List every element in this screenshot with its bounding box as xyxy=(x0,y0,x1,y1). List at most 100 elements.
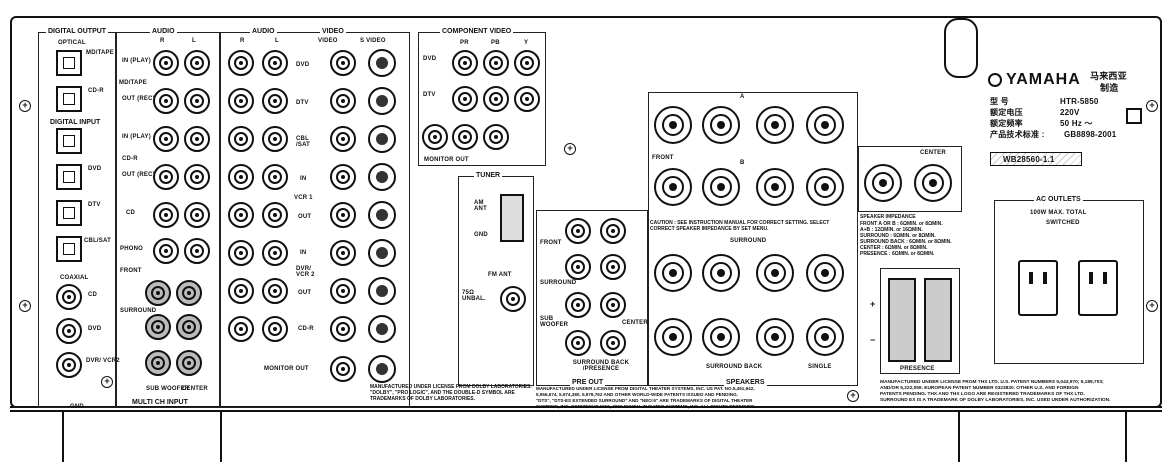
video-audio-dvr-in-r[interactable] xyxy=(228,240,254,266)
phono-in-r[interactable] xyxy=(153,238,179,264)
pre-sb-r[interactable] xyxy=(565,330,591,356)
video-audio-dtv-l[interactable] xyxy=(262,88,288,114)
comp-dvd-y[interactable] xyxy=(514,50,540,76)
video-audio-dtv-r[interactable] xyxy=(228,88,254,114)
video-audio-dvr-out-l[interactable] xyxy=(262,278,288,304)
monitor-out-svideo[interactable] xyxy=(368,355,396,383)
video-dvr-out[interactable] xyxy=(330,278,356,304)
cdr-out-l[interactable] xyxy=(184,164,210,190)
comp-mon-pb[interactable] xyxy=(452,124,478,150)
comp-dvd-pr[interactable] xyxy=(452,50,478,76)
md-out-r[interactable] xyxy=(153,88,179,114)
video-audio-cbl-l[interactable] xyxy=(262,126,288,152)
cdr-in-r[interactable] xyxy=(153,126,179,152)
video-audio-cdr-l[interactable] xyxy=(262,316,288,342)
md-in-r[interactable] xyxy=(153,50,179,76)
pre-center[interactable] xyxy=(600,292,626,318)
coax-cd[interactable] xyxy=(56,284,82,310)
pre-front-l[interactable] xyxy=(600,218,626,244)
spk-a-r-neg[interactable] xyxy=(702,106,740,144)
spk-sb-l-pos[interactable] xyxy=(806,318,844,356)
video-cdr[interactable] xyxy=(330,316,356,342)
video-dvd[interactable] xyxy=(330,50,356,76)
mc-surround-r[interactable] xyxy=(145,314,171,340)
mc-surround-l[interactable] xyxy=(176,314,202,340)
svideo-vcr1-out[interactable] xyxy=(368,201,396,229)
spk-b-l-pos[interactable] xyxy=(806,168,844,206)
comp-dtv-pr[interactable] xyxy=(452,86,478,112)
spk-sb-r-neg[interactable] xyxy=(702,318,740,356)
video-vcr1-in[interactable] xyxy=(330,164,356,190)
spk-sb-r-pos[interactable] xyxy=(654,318,692,356)
spk-sb-l-neg[interactable] xyxy=(756,318,794,356)
md-out-l[interactable] xyxy=(184,88,210,114)
svideo-vcr1-in[interactable] xyxy=(368,163,396,191)
video-audio-cbl-r[interactable] xyxy=(228,126,254,152)
svideo-cdr[interactable] xyxy=(368,315,396,343)
optical-in-dvd[interactable] xyxy=(56,164,82,190)
video-dvr-in[interactable] xyxy=(330,240,356,266)
pre-surround-r[interactable] xyxy=(565,254,591,280)
svideo-dtv[interactable] xyxy=(368,87,396,115)
presence-l-terminal[interactable] xyxy=(924,278,952,362)
video-vcr1-out[interactable] xyxy=(330,202,356,228)
coax-dvd[interactable] xyxy=(56,318,82,344)
ac-outlet-1[interactable] xyxy=(1018,260,1058,316)
mc-front-l[interactable] xyxy=(176,280,202,306)
spk-s-r-neg[interactable] xyxy=(702,254,740,292)
pre-sb-l[interactable] xyxy=(600,330,626,356)
video-cbl[interactable] xyxy=(330,126,356,152)
spk-center-neg[interactable] xyxy=(864,164,902,202)
comp-mon-y[interactable] xyxy=(483,124,509,150)
video-audio-cdr-r[interactable] xyxy=(228,316,254,342)
spk-b-r-pos[interactable] xyxy=(654,168,692,206)
mc-center[interactable] xyxy=(176,350,202,376)
pre-surround-l[interactable] xyxy=(600,254,626,280)
video-dtv[interactable] xyxy=(330,88,356,114)
spk-s-l-neg[interactable] xyxy=(756,254,794,292)
monitor-out-video[interactable] xyxy=(330,356,356,382)
spk-a-l-pos[interactable] xyxy=(806,106,844,144)
mc-front-r[interactable] xyxy=(145,280,171,306)
mc-sub[interactable] xyxy=(145,350,171,376)
spk-a-l-neg[interactable] xyxy=(756,106,794,144)
comp-dtv-y[interactable] xyxy=(514,86,540,112)
svideo-dvd[interactable] xyxy=(368,49,396,77)
spk-s-r-pos[interactable] xyxy=(654,254,692,292)
cdr-in-l[interactable] xyxy=(184,126,210,152)
video-audio-dvd-r[interactable] xyxy=(228,50,254,76)
comp-dvd-pb[interactable] xyxy=(483,50,509,76)
spk-b-l-neg[interactable] xyxy=(756,168,794,206)
video-audio-dvr-out-r[interactable] xyxy=(228,278,254,304)
cdr-out-r[interactable] xyxy=(153,164,179,190)
phono-in-l[interactable] xyxy=(184,238,210,264)
spk-center-pos[interactable] xyxy=(914,164,952,202)
svideo-dvr-out[interactable] xyxy=(368,277,396,305)
am-antenna-terminal[interactable] xyxy=(500,194,524,242)
pre-front-r[interactable] xyxy=(565,218,591,244)
spk-b-r-neg[interactable] xyxy=(702,168,740,206)
presence-r-terminal[interactable] xyxy=(888,278,916,362)
comp-mon-pr[interactable] xyxy=(422,124,448,150)
coax-dvr-vcr2[interactable] xyxy=(56,352,82,378)
video-audio-vcr1-in-r[interactable] xyxy=(228,164,254,190)
video-audio-vcr1-out-l[interactable] xyxy=(262,202,288,228)
optical-out-cdr[interactable] xyxy=(56,86,82,112)
optical-in-cbl-sat[interactable] xyxy=(56,236,82,262)
fm-antenna-jack[interactable] xyxy=(500,286,526,312)
svideo-cbl[interactable] xyxy=(368,125,396,153)
optical-in-dtv[interactable] xyxy=(56,200,82,226)
video-audio-vcr1-in-l[interactable] xyxy=(262,164,288,190)
optical-in-cdr[interactable] xyxy=(56,128,82,154)
md-in-l[interactable] xyxy=(184,50,210,76)
cd-in-l[interactable] xyxy=(184,202,210,228)
video-audio-vcr1-out-r[interactable] xyxy=(228,202,254,228)
spk-s-l-pos[interactable] xyxy=(806,254,844,292)
video-audio-dvr-in-l[interactable] xyxy=(262,240,288,266)
pre-sub[interactable] xyxy=(565,292,591,318)
comp-dtv-pb[interactable] xyxy=(483,86,509,112)
video-audio-dvd-l[interactable] xyxy=(262,50,288,76)
optical-out-md-tape[interactable] xyxy=(56,50,82,76)
spk-a-r-pos[interactable] xyxy=(654,106,692,144)
svideo-dvr-in[interactable] xyxy=(368,239,396,267)
